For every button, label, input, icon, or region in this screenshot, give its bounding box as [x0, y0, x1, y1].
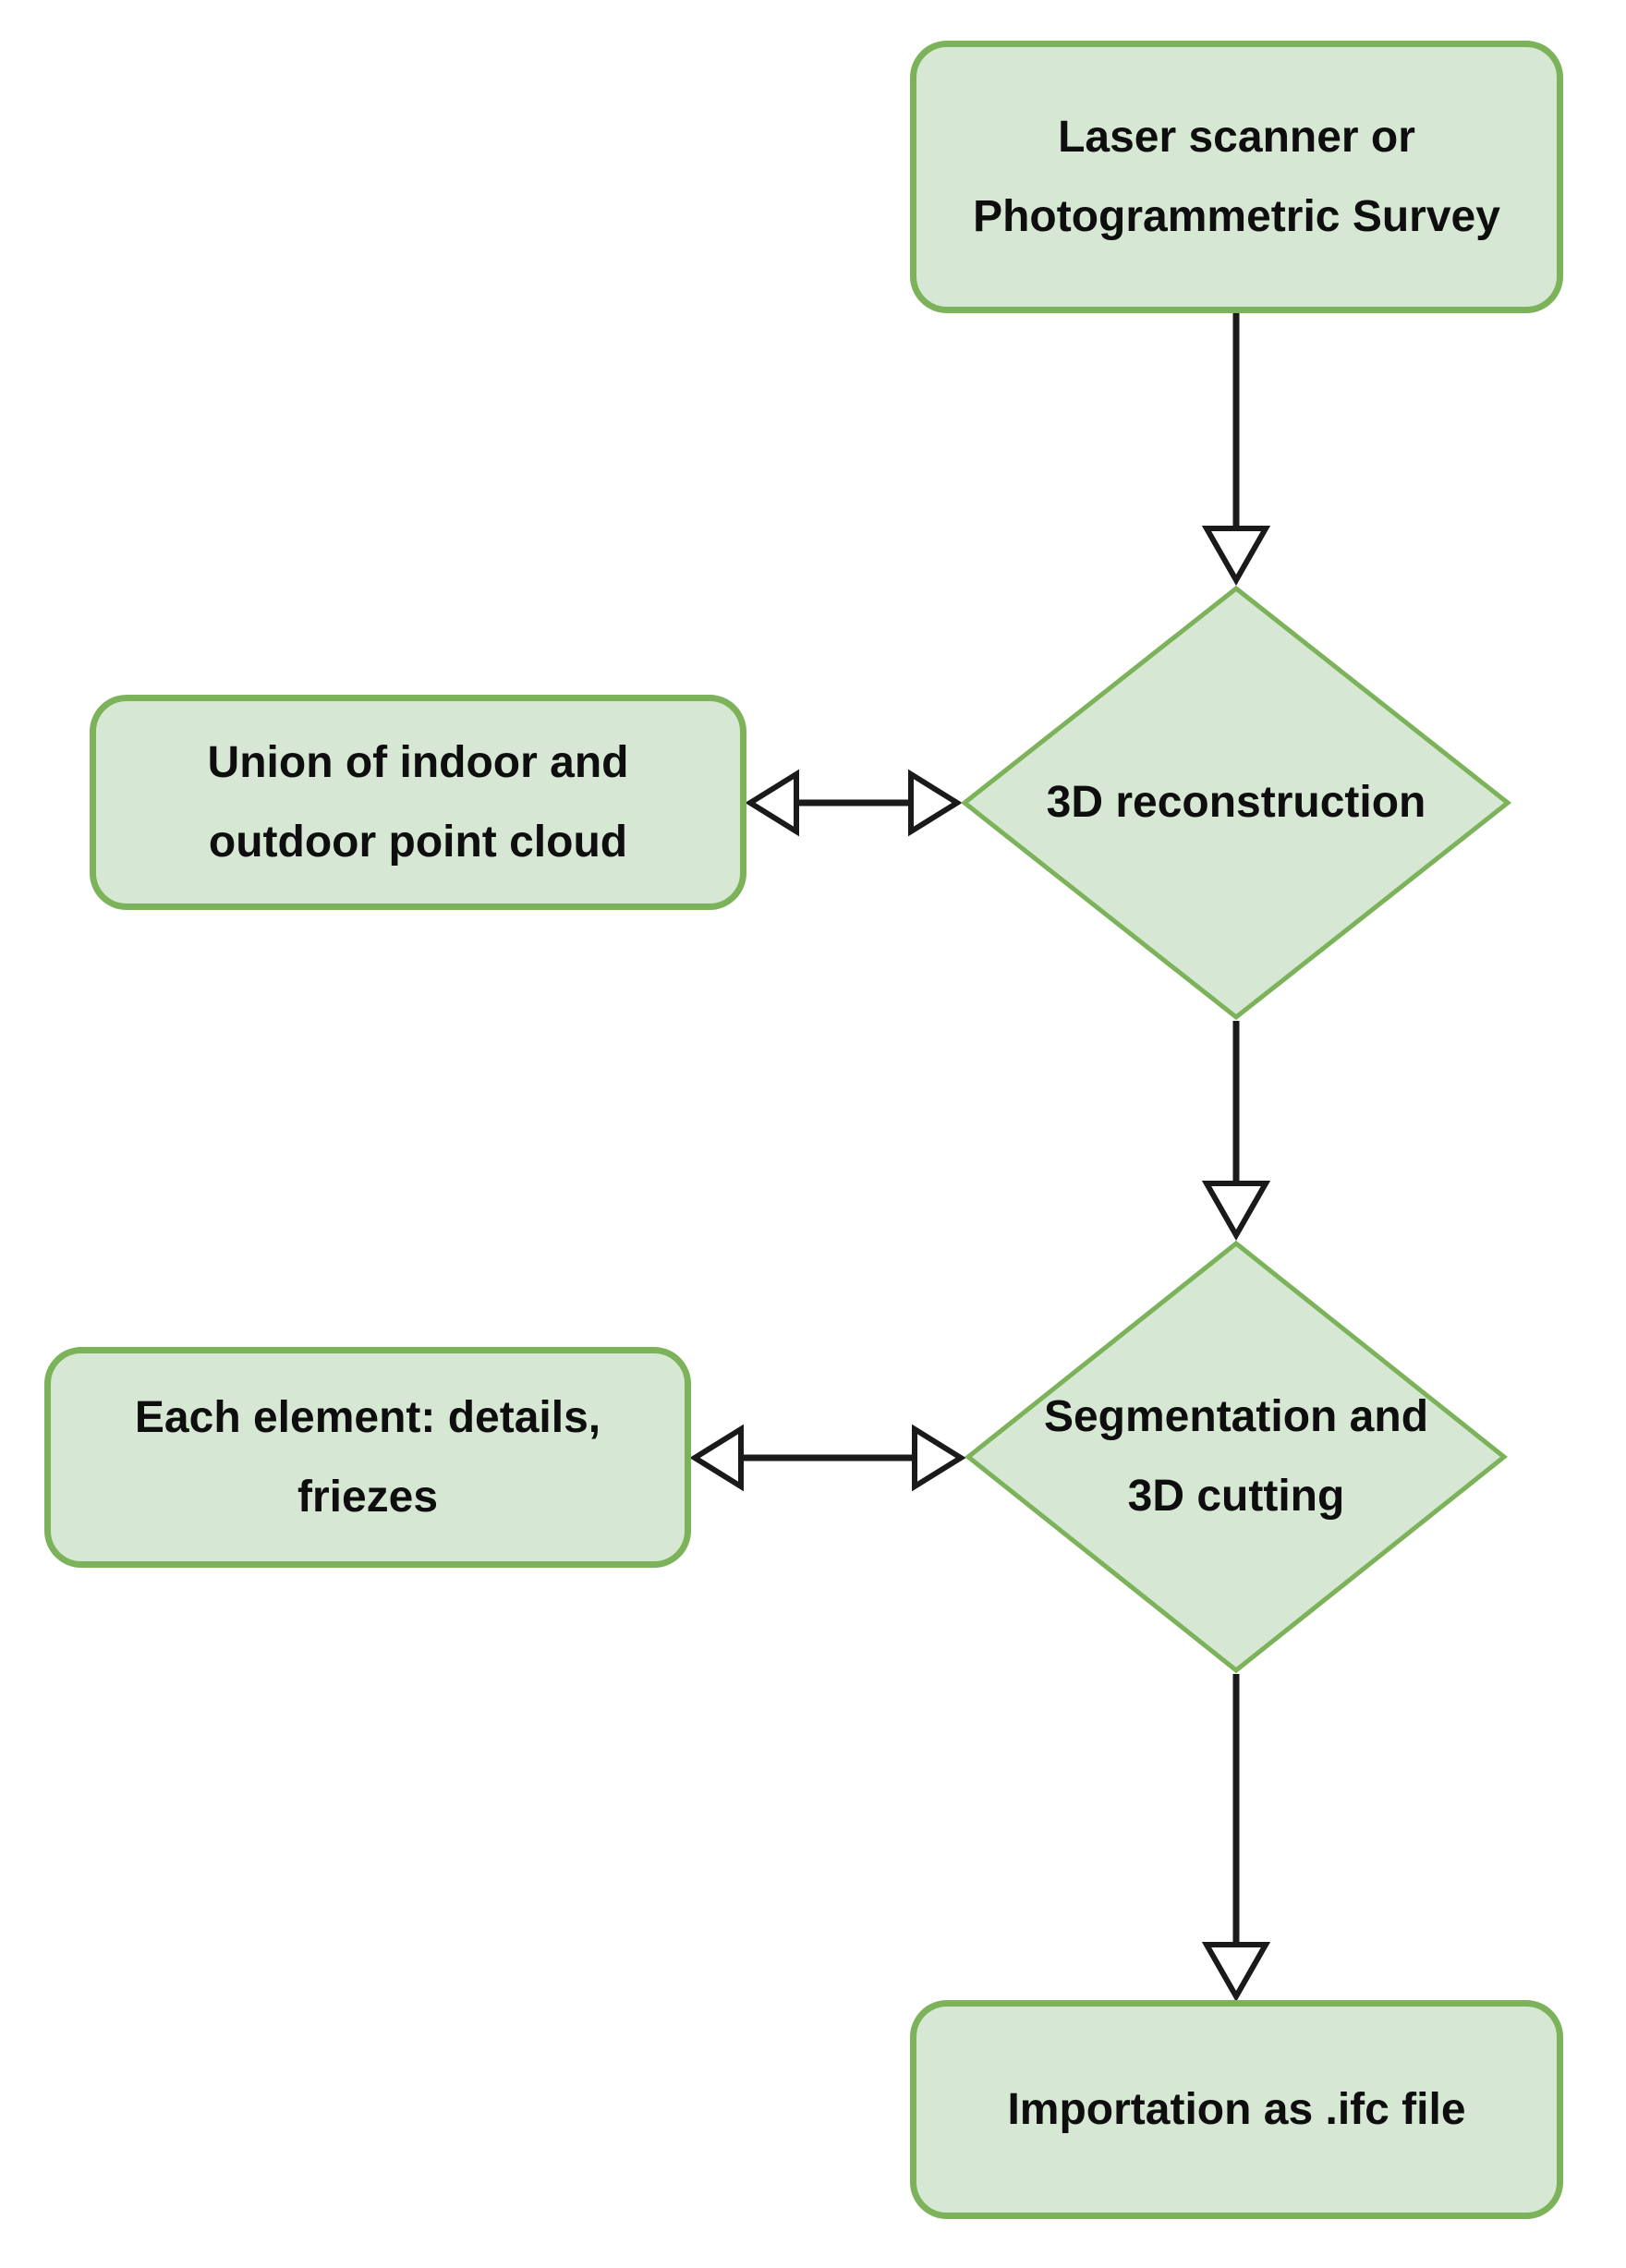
node-segmentation-cutting: Segmentation and 3D cutting [965, 1240, 1508, 1674]
arrowhead-down-icon [1201, 1942, 1271, 2003]
diamond-shape [961, 585, 1511, 1021]
node-union-point-cloud: Union of indoor and outdoor point cloud [90, 695, 746, 910]
label-line: Union of indoor and [207, 737, 629, 787]
label-line: 3D reconstruction [1046, 778, 1426, 827]
connector-segmentation-to-elements [689, 1424, 966, 1492]
arrowhead-right-icon [908, 769, 963, 837]
label-line: Importation as .ifc file [1007, 2084, 1466, 2134]
node-ifc-import-label: Importation as .ifc file [1007, 2070, 1465, 2150]
node-union-point-cloud-label: Union of indoor and outdoor point cloud [208, 723, 629, 882]
label-line: Segmentation and [1043, 1392, 1429, 1441]
label-line: Laser scanner or [1058, 112, 1415, 162]
label-line: Each element: details, [134, 1392, 601, 1442]
arrowhead-down-icon [1201, 1181, 1271, 1242]
node-3d-reconstruction-label: 3D reconstruction [1047, 763, 1426, 843]
diamond-shape [965, 1240, 1508, 1674]
node-each-element: Each element: details, friezes [44, 1347, 691, 1568]
connector-survey-to-reconstruction [1201, 313, 1271, 587]
node-laser-survey: Laser scanner or Photogrammetric Survey [910, 41, 1563, 313]
connector-reconstruction-to-segmentation [1201, 1021, 1271, 1242]
node-laser-survey-label: Laser scanner or Photogrammetric Survey [973, 98, 1500, 257]
label-line: friezes [297, 1472, 439, 1522]
arrowhead-left-icon [745, 769, 799, 837]
connector-segmentation-to-import [1201, 1674, 1271, 2003]
label-line: outdoor point cloud [208, 817, 628, 867]
connector-reconstruction-to-union [745, 769, 963, 837]
label-line: 3D cutting [1127, 1472, 1345, 1521]
arrowhead-down-icon [1201, 526, 1271, 587]
node-3d-reconstruction: 3D reconstruction [961, 585, 1511, 1021]
label-line: Photogrammetric Survey [973, 191, 1500, 241]
node-ifc-import: Importation as .ifc file [910, 2000, 1563, 2219]
node-each-element-label: Each element: details, friezes [135, 1378, 601, 1537]
arrowhead-right-icon [912, 1424, 966, 1492]
arrowhead-left-icon [689, 1424, 744, 1492]
node-segmentation-cutting-label: Segmentation and 3D cutting [1044, 1377, 1428, 1536]
